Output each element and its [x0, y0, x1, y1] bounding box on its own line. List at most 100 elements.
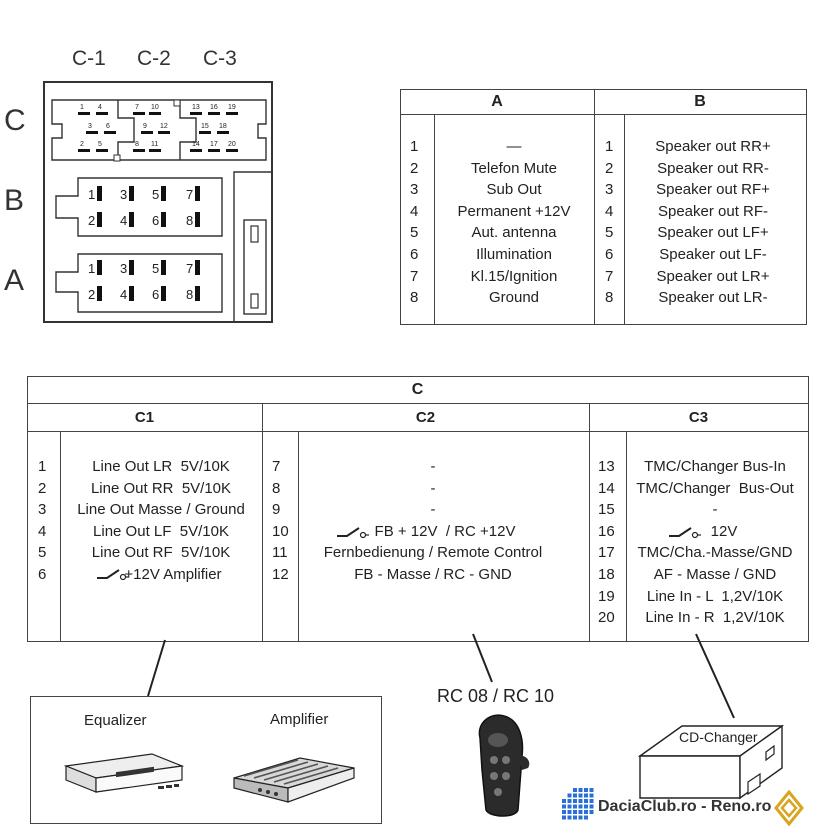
- logo-square: [589, 804, 594, 809]
- pin-function: Fernbedienung / Remote Control: [323, 544, 543, 562]
- pin-number: 8: [605, 289, 614, 307]
- logo-square: [589, 810, 594, 814]
- logo-square: [567, 799, 572, 803]
- pin-number: 5: [152, 187, 159, 202]
- logo-square: [573, 799, 577, 803]
- row-label-c: C: [4, 104, 26, 137]
- pin-number: 18: [598, 566, 615, 583]
- logo-square: [567, 793, 572, 798]
- connector-pin: [97, 186, 102, 201]
- pin-number: 9: [272, 501, 281, 519]
- switch-icon: [97, 569, 129, 581]
- pin-function: -: [430, 501, 436, 519]
- connector-pin: [217, 131, 229, 134]
- pin-number: 17: [598, 544, 615, 562]
- pin-number: 1: [88, 261, 95, 276]
- connector-pin: [86, 131, 98, 134]
- pin-function: Telefon Mute: [471, 159, 557, 177]
- pin-number: 11: [151, 141, 158, 148]
- logo-square: [584, 815, 588, 820]
- logo-square: [573, 815, 577, 820]
- pin-function: Line Out RF 5V/10K: [91, 544, 231, 562]
- pin-number: 4: [605, 202, 614, 220]
- pin-function: Speaker out LF+: [657, 224, 769, 242]
- table-c: [27, 376, 809, 642]
- pin-function: -: [430, 458, 436, 475]
- pin-number: 1: [80, 104, 84, 111]
- connector-pin: [208, 149, 220, 152]
- pin-function: Speaker out RR+: [655, 138, 771, 155]
- table-c-header-c1: C1: [134, 409, 155, 426]
- pin-number: 9: [143, 123, 147, 130]
- pin-number: 3: [605, 181, 614, 199]
- table-ab: [400, 89, 807, 325]
- pin-function: -: [430, 479, 436, 497]
- remote-control-icon: [478, 714, 530, 817]
- pin-function: Ground: [488, 289, 540, 307]
- connector-pin: [161, 260, 166, 275]
- connector-pin: [161, 286, 166, 301]
- connector-pin: [208, 112, 220, 115]
- logo-square: [573, 788, 577, 792]
- pin-number: 6: [152, 287, 159, 302]
- pin-number: 8: [135, 141, 139, 148]
- pin-number: 3: [120, 187, 127, 202]
- pin-number: 4: [38, 522, 47, 540]
- pin-function: —: [506, 138, 522, 155]
- connector-pin: [96, 112, 108, 115]
- reno-logo-icon: [774, 790, 804, 826]
- col-label-c3: C-3: [203, 47, 237, 70]
- row-label-b: B: [4, 184, 25, 217]
- pin-function: TMC/Changer Bus-In: [644, 458, 786, 475]
- connector-pin: [195, 260, 200, 275]
- connector-pin: [97, 212, 102, 227]
- logo-square: [578, 793, 583, 798]
- pin-number: 6: [106, 123, 110, 130]
- pin-number: 2: [88, 287, 95, 302]
- connector-pin: [133, 149, 145, 152]
- switch-icon: [669, 527, 701, 539]
- pin-number: 5: [152, 261, 159, 276]
- pin-number: 4: [410, 202, 419, 220]
- col-label-c1: C-1: [72, 47, 106, 70]
- table-ab-header-b: B: [694, 93, 706, 110]
- logo-square: [589, 799, 594, 803]
- pin-number: 4: [120, 213, 127, 228]
- pin-number: 12: [160, 123, 168, 130]
- b-block-outline: [55, 177, 223, 237]
- pin-number: 4: [120, 287, 127, 302]
- connector-pin: [104, 131, 116, 134]
- pin-function: -: [712, 501, 718, 519]
- pin-function: Speaker out RR-: [657, 159, 769, 177]
- pin-number: 2: [88, 213, 95, 228]
- connector-pin: [149, 112, 161, 115]
- pin-function: Kl.15/Ignition: [470, 267, 558, 285]
- pin-number: 6: [152, 213, 159, 228]
- pin-function: TMC/Changer Bus-Out: [636, 479, 794, 497]
- logo-square: [562, 810, 566, 814]
- connector-pin: [161, 212, 166, 227]
- pin-function: Line Out LR 5V/10K: [92, 458, 230, 475]
- watermark-text: DaciaClub.ro - Reno.ro: [598, 798, 772, 815]
- pin-number: 2: [80, 141, 84, 148]
- connector-pin: [97, 286, 102, 301]
- connector-pin: [78, 149, 90, 152]
- pin-number: 2: [605, 159, 614, 177]
- pin-number: 11: [272, 544, 288, 562]
- pin-function: Speaker out LR-: [658, 289, 768, 307]
- table-c-title: C: [411, 381, 424, 398]
- connector-pin: [161, 186, 166, 201]
- pin-number: 3: [410, 181, 419, 199]
- pin-number: 15: [201, 123, 209, 130]
- logo-square: [578, 804, 583, 809]
- pin-number: 19: [598, 587, 615, 605]
- pin-number: 2: [38, 479, 47, 497]
- pin-number: 13: [598, 458, 615, 475]
- switch-icon: [337, 527, 369, 539]
- pin-number: 5: [410, 224, 419, 242]
- logo-square: [584, 799, 588, 803]
- table-c-header-c2: C2: [415, 409, 436, 426]
- logo-square: [584, 810, 588, 814]
- logo-square: [562, 799, 566, 803]
- remote-label: RC 08 / RC 10: [437, 686, 555, 706]
